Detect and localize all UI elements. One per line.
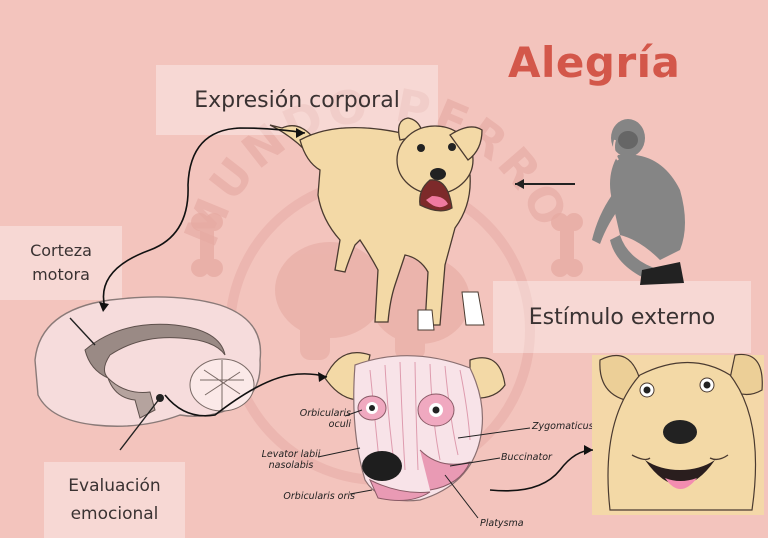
arrow-icon: [0, 0, 768, 538]
infographic-canvas: MUNDO PERRO Expresión corporal Cortezamo…: [0, 0, 768, 538]
